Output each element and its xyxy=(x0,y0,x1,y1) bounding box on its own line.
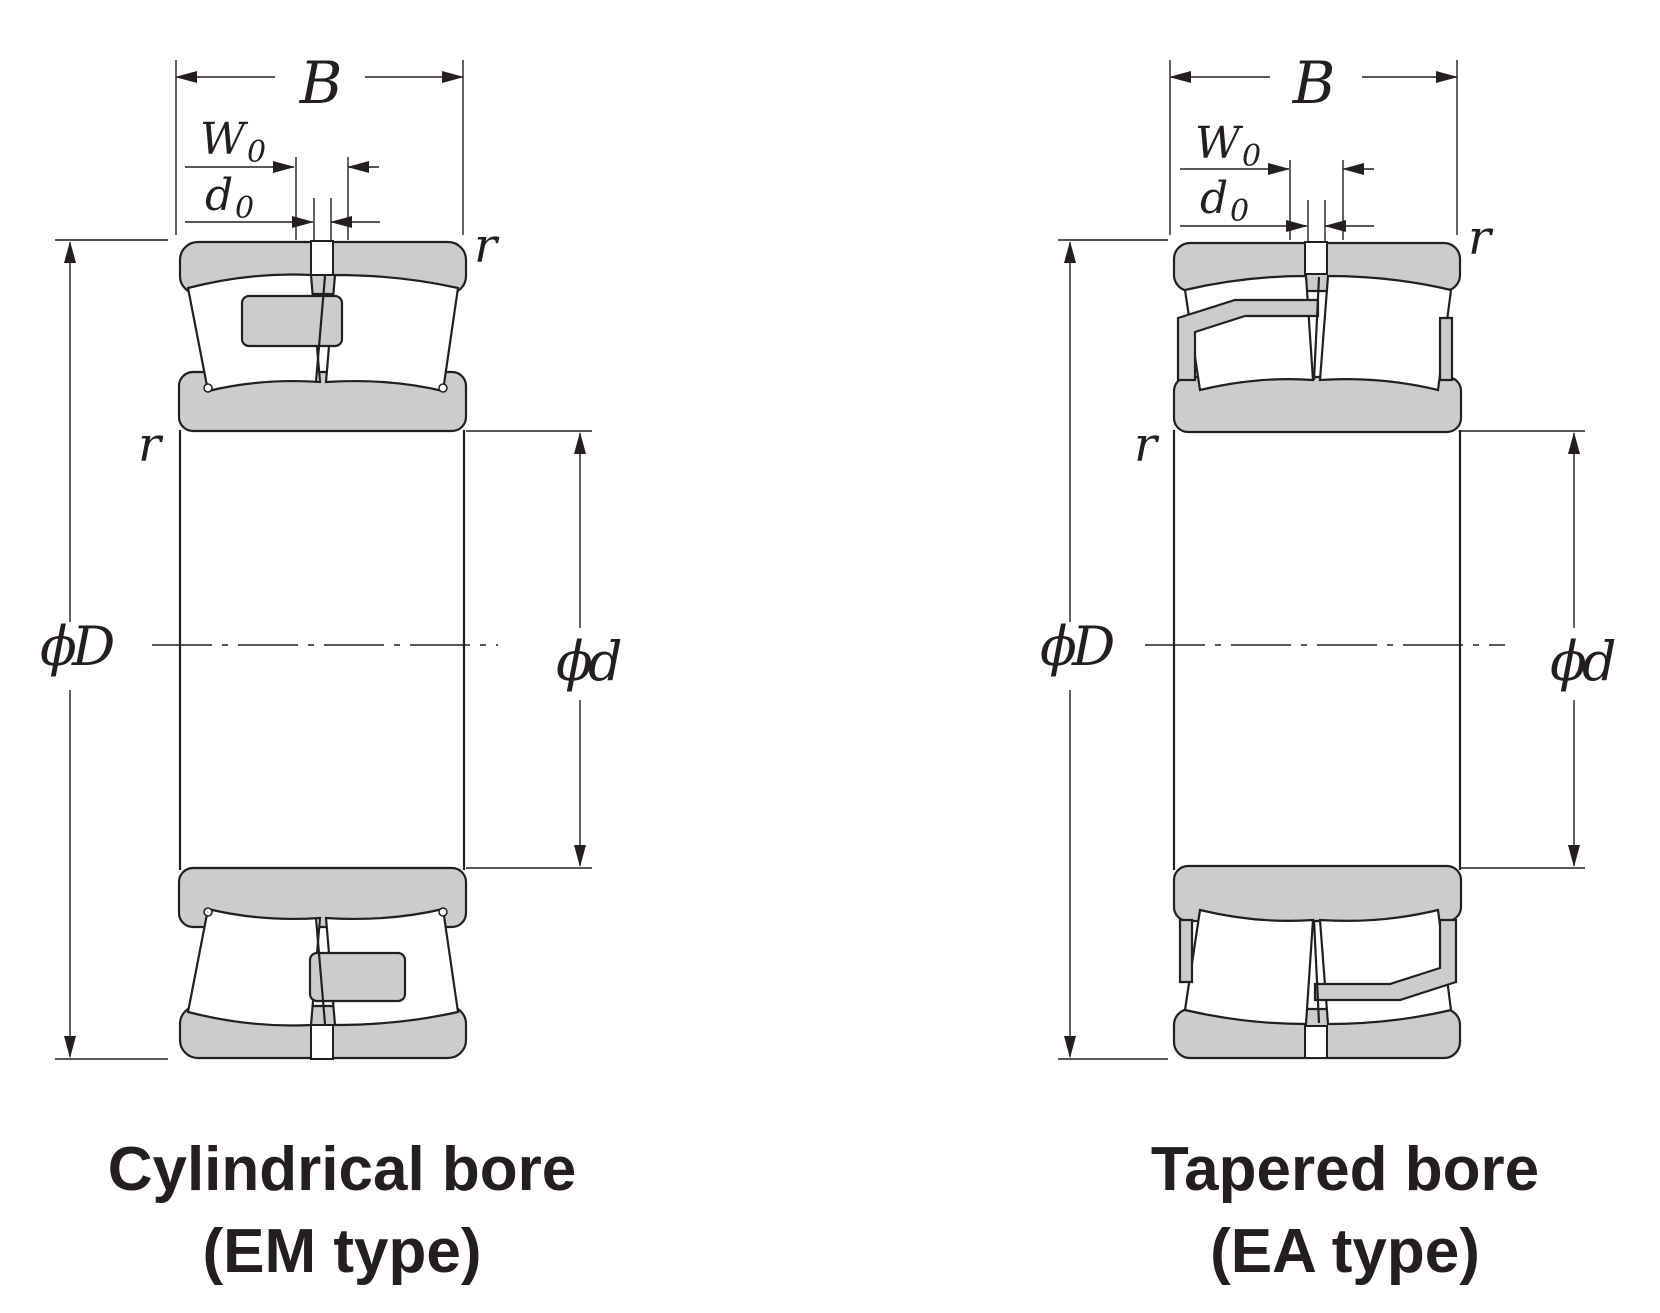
groove-width-symbol: W xyxy=(200,114,249,165)
bore-diameter-symbol: d xyxy=(588,630,623,693)
outer-diameter-phi: ϕ xyxy=(1040,615,1077,678)
outer-diameter-phi: ϕ xyxy=(40,615,77,678)
bore-diameter-symbol: d xyxy=(1582,630,1617,693)
width-symbol: B xyxy=(299,49,343,117)
chamfer-bottom-symbol: r xyxy=(138,417,164,473)
tapered-bore-drawing: B W 0 d 0 r r ϕ D ϕ d Tapered bore (EA t… xyxy=(1040,49,1617,1286)
chamfer-top-symbol: r xyxy=(474,218,500,274)
em-type-caption: (EM type) xyxy=(203,1217,482,1286)
width-symbol: B xyxy=(1292,49,1336,117)
bore-diameter-phi: ϕ xyxy=(1550,630,1587,693)
hole-diameter-subscript: 0 xyxy=(1230,194,1249,229)
outer-diameter-symbol: D xyxy=(1071,615,1115,678)
groove-width-subscript: 0 xyxy=(1242,139,1261,174)
groove-width-subscript: 0 xyxy=(247,135,266,170)
outer-diameter-symbol: D xyxy=(71,615,115,678)
groove-width-symbol: W xyxy=(1195,118,1244,169)
chamfer-bottom-symbol: r xyxy=(1134,417,1160,473)
ea-type-caption: (EA type) xyxy=(1210,1217,1480,1286)
cylindrical-bore-drawing: B W 0 d 0 r r ϕ D ϕ d Cylindrical bore (… xyxy=(40,49,623,1286)
bore-diameter-phi: ϕ xyxy=(556,630,593,693)
hole-diameter-symbol: d xyxy=(1200,173,1228,224)
hole-diameter-subscript: 0 xyxy=(235,191,254,226)
hole-diameter-symbol: d xyxy=(205,170,233,221)
tapered-bore-caption: Tapered bore xyxy=(1151,1135,1539,1204)
chamfer-top-symbol: r xyxy=(1468,210,1494,266)
cylindrical-bore-caption: Cylindrical bore xyxy=(108,1135,577,1204)
